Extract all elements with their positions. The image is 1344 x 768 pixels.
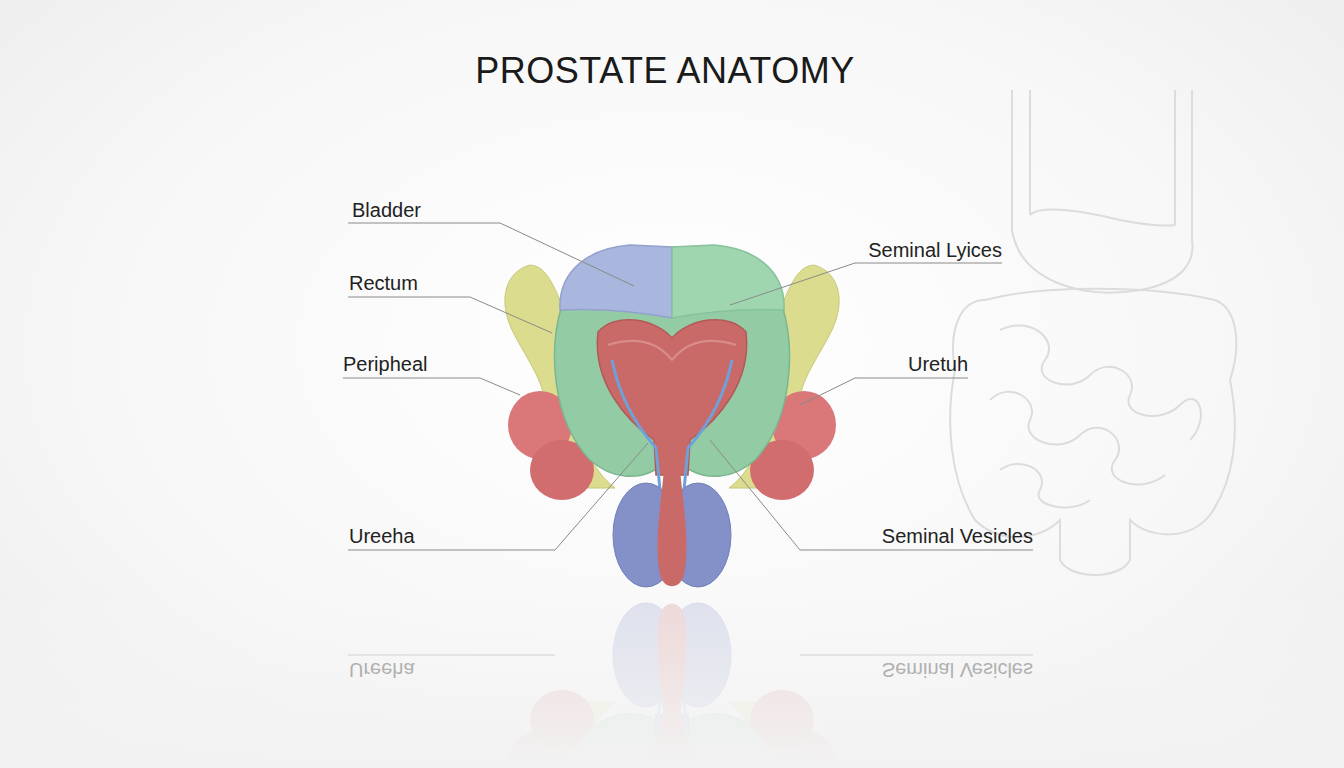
reflection-label: Seminal Vesicles [882,658,1033,682]
part-label: Rectum [349,271,418,295]
digestive-outline [950,90,1236,575]
part-label: Bladder [352,198,421,222]
reflection-fade [0,600,1344,768]
part-label: Uretuh [908,352,968,376]
prostate-illustration [505,245,839,587]
leader-lines [343,223,1033,550]
part-label: Peripheal [343,352,428,376]
reflection-leader-lines [348,655,1033,656]
part-label: Seminal Vesicles [882,524,1033,548]
diagram-title: PROSTATE ANATOMY [475,50,854,92]
part-label: Seminal Lyices [868,238,1002,262]
reflection-label: Ureeha [349,658,415,682]
part-label: Ureeha [349,524,415,548]
